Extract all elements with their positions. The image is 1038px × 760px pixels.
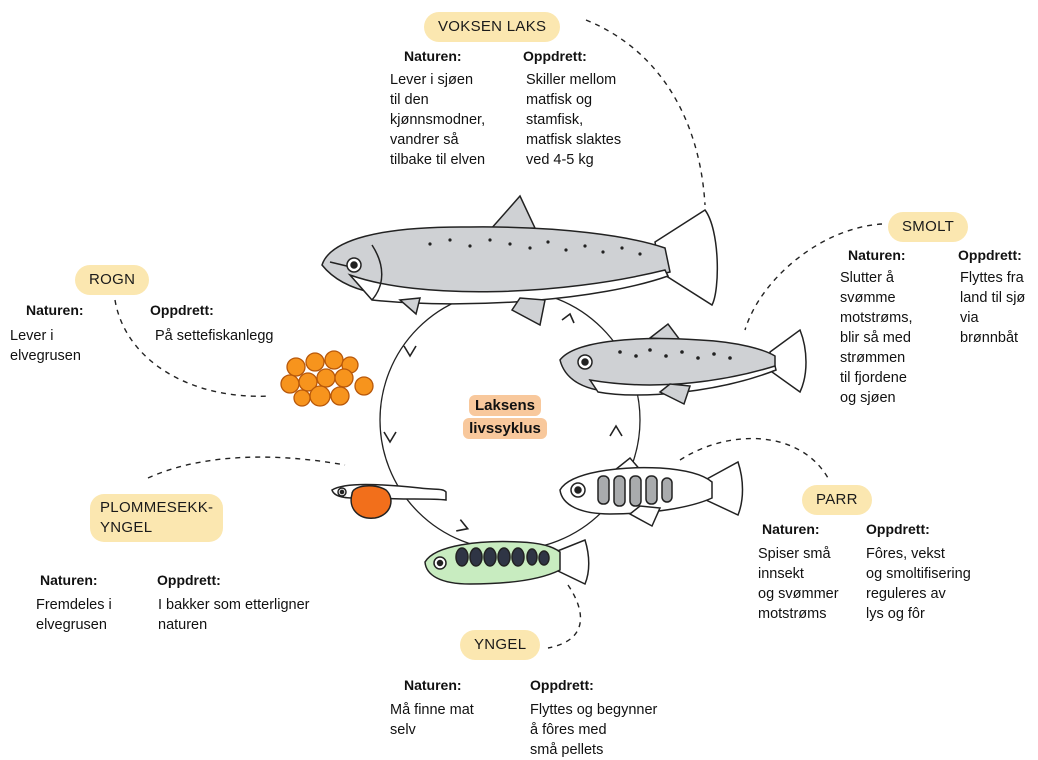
stage-badge-yngel: YNGEL: [460, 630, 540, 660]
text-line: motstrøms,: [840, 308, 913, 328]
smolt-nature-label: Naturen:: [848, 246, 906, 264]
text-line: brønnbåt: [960, 328, 1025, 348]
text-line: matfisk slaktes: [526, 130, 621, 150]
rogn-farm-text: På settefiskanlegg: [155, 326, 274, 346]
plommesekk-farm-text: I bakker som etterligner naturen: [158, 595, 310, 635]
text-line: Skiller mellom: [526, 70, 621, 90]
text-line: og svømmer: [758, 584, 839, 604]
cycle-title-line2: livssyklus: [463, 418, 547, 439]
stage-badge-plommesekkyngel: PLOMMESEKK- YNGEL: [90, 494, 223, 542]
text-line: små pellets: [530, 740, 657, 760]
text-line: motstrøms: [758, 604, 839, 624]
yngel-nature-label: Naturen:: [404, 676, 462, 694]
rogn-farm-label: Oppdrett:: [150, 301, 214, 319]
text-line: Fôres, vekst: [866, 544, 971, 564]
smolt-farm-text: Flyttes fra land til sjø via brønnbåt: [960, 268, 1025, 348]
text-line: naturen: [158, 615, 310, 635]
yngel-nature-text: Må finne mat selv: [390, 700, 474, 740]
text-line: blir så med: [840, 328, 913, 348]
text-line: land til sjø: [960, 288, 1025, 308]
plommesekk-farm-label: Oppdrett:: [157, 571, 221, 589]
parr-nature-text: Spiser små innsekt og svømmer motstrøms: [758, 544, 839, 624]
text-line: til fjordene: [840, 368, 913, 388]
stage-badge-rogn: ROGN: [75, 265, 149, 295]
parr-fish: [560, 458, 743, 526]
plommesekk-nature-text: Fremdeles i elvegrusen: [36, 595, 112, 635]
voksen-farm-label: Oppdrett:: [523, 47, 587, 65]
text-line: kjønnsmodner,: [390, 110, 485, 130]
parr-nature-label: Naturen:: [762, 520, 820, 538]
cycle-title: Laksens livssyklus: [455, 394, 555, 440]
stage-badge-parr: PARR: [802, 485, 872, 515]
text-line: matfisk og: [526, 90, 621, 110]
text-line: innsekt: [758, 564, 839, 584]
text-line: og smoltifisering: [866, 564, 971, 584]
parr-farm-label: Oppdrett:: [866, 520, 930, 538]
parr-farm-text: Fôres, vekst og smoltifisering reguleres…: [866, 544, 971, 624]
text-line: lys og fôr: [866, 604, 971, 624]
text-line: På settefiskanlegg: [155, 326, 274, 346]
text-line: strømmen: [840, 348, 913, 368]
stage-badge-voksen-laks: VOKSEN LAKS: [424, 12, 560, 42]
text-line: svømme: [840, 288, 913, 308]
text-line: via: [960, 308, 1025, 328]
text-line: til den: [390, 90, 485, 110]
text-line: å fôres med: [530, 720, 657, 740]
smolt-fish: [560, 324, 806, 404]
voksen-nature-text: Lever i sjøen til den kjønnsmodner, vand…: [390, 70, 485, 170]
plommesekk-nature-label: Naturen:: [40, 571, 98, 589]
text-line: ved 4-5 kg: [526, 150, 621, 170]
text-line: Fremdeles i: [36, 595, 112, 615]
badge-line: PLOMMESEKK-: [100, 498, 213, 518]
rogn-nature-label: Naturen:: [26, 301, 84, 319]
text-line: Lever i: [10, 326, 81, 346]
alevin: [332, 485, 446, 519]
cycle-title-line1: Laksens: [469, 395, 541, 416]
text-line: selv: [390, 720, 474, 740]
text-line: Lever i sjøen: [390, 70, 485, 90]
adult-salmon: [322, 196, 717, 325]
text-line: Må finne mat: [390, 700, 474, 720]
text-line: reguleres av: [866, 584, 971, 604]
text-line: vandrer så: [390, 130, 485, 150]
rogn-nature-text: Lever i elvegrusen: [10, 326, 81, 366]
voksen-nature-label: Naturen:: [404, 47, 462, 65]
voksen-farm-text: Skiller mellom matfisk og stamfisk, matf…: [526, 70, 621, 170]
badge-line: YNGEL: [100, 518, 213, 538]
roe-eggs: [281, 351, 373, 406]
text-line: elvegrusen: [36, 615, 112, 635]
text-line: tilbake til elven: [390, 150, 485, 170]
text-line: stamfisk,: [526, 110, 621, 130]
text-line: Flyttes og begynner: [530, 700, 657, 720]
text-line: og sjøen: [840, 388, 913, 408]
stage-badge-smolt: SMOLT: [888, 212, 968, 242]
yngel-farm-label: Oppdrett:: [530, 676, 594, 694]
fry-fish: [425, 540, 589, 584]
text-line: I bakker som etterligner: [158, 595, 310, 615]
text-line: Flyttes fra: [960, 268, 1025, 288]
text-line: Slutter å: [840, 268, 913, 288]
smolt-nature-text: Slutter å svømme motstrøms, blir så med …: [840, 268, 913, 408]
yngel-farm-text: Flyttes og begynner å fôres med små pell…: [530, 700, 657, 760]
text-line: Spiser små: [758, 544, 839, 564]
text-line: elvegrusen: [10, 346, 81, 366]
smolt-farm-label: Oppdrett:: [958, 246, 1022, 264]
